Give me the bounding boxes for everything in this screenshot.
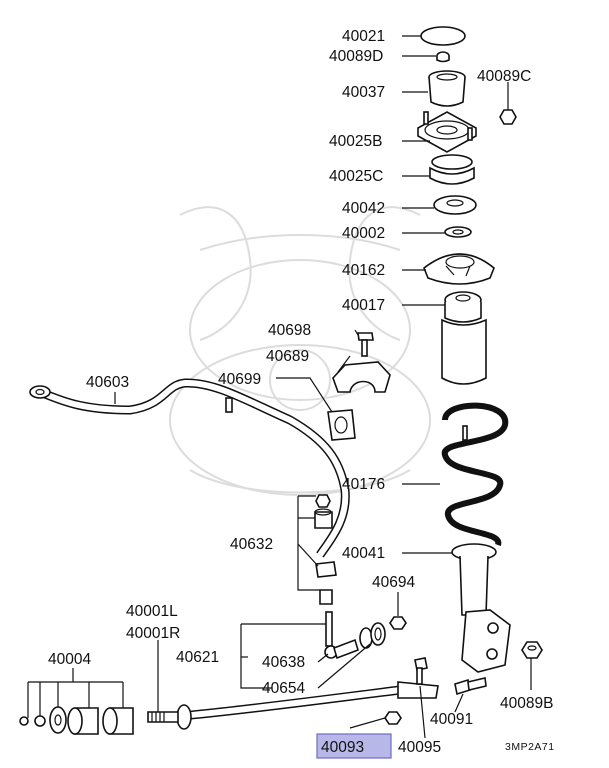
label-40002[interactable]: 40002 <box>342 225 385 242</box>
label-40698[interactable]: 40698 <box>268 322 311 339</box>
label-40037[interactable]: 40037 <box>342 84 385 101</box>
label-40041[interactable]: 40041 <box>342 545 385 562</box>
label-40089C[interactable]: 40089C <box>477 68 531 85</box>
strut-assembly <box>451 543 511 673</box>
label-40162[interactable]: 40162 <box>342 262 385 279</box>
label-40632[interactable]: 40632 <box>230 536 273 553</box>
label-40001L[interactable]: 40001L <box>126 603 178 620</box>
nut-40089b <box>521 641 543 659</box>
lower-arm-rod <box>147 681 439 730</box>
label-40025C[interactable]: 40025C <box>329 168 383 185</box>
label-40638[interactable]: 40638 <box>262 654 305 671</box>
highlight-40093 <box>316 733 392 759</box>
label-40025B[interactable]: 40025B <box>329 133 382 150</box>
bolt-40091 <box>454 677 487 696</box>
bolt-40698 <box>357 332 374 357</box>
bushing-set-40004 <box>19 706 134 735</box>
label-40021[interactable]: 40021 <box>342 28 385 45</box>
nut-40093 <box>384 711 402 725</box>
label-40089D[interactable]: 40089D <box>329 48 383 65</box>
label-40694[interactable]: 40694 <box>372 574 415 591</box>
label-40699[interactable]: 40699 <box>218 371 261 388</box>
label-40042[interactable]: 40042 <box>342 200 385 217</box>
bolt-40095 <box>414 657 428 685</box>
label-40095[interactable]: 40095 <box>398 739 441 756</box>
label-40017[interactable]: 40017 <box>342 297 385 314</box>
label-40689[interactable]: 40689 <box>266 348 309 365</box>
bushing-40699 <box>327 409 356 441</box>
label-40093[interactable]: 40093 <box>321 739 364 756</box>
strut-top-parts <box>417 26 517 385</box>
leader-lines <box>27 35 532 739</box>
label-40089B[interactable]: 40089B <box>500 695 553 712</box>
label-40654[interactable]: 40654 <box>262 680 305 697</box>
stabilizer-bar <box>29 378 350 558</box>
stabilizer-link <box>324 611 386 660</box>
diagram-code: 3MP2A71 <box>505 741 555 753</box>
link-parts-40632 <box>314 494 337 605</box>
watermark-logo <box>169 206 431 496</box>
bracket-40689 <box>332 361 391 393</box>
part-labels: 40021 40089D 40089C 40037 40025B 40025C … <box>48 28 555 759</box>
label-40091[interactable]: 40091 <box>430 711 473 728</box>
nut-40694 <box>389 616 407 630</box>
label-40004[interactable]: 40004 <box>48 651 91 668</box>
label-40603[interactable]: 40603 <box>86 374 129 391</box>
label-40176[interactable]: 40176 <box>342 476 385 493</box>
coil-spring <box>441 402 509 546</box>
label-40621[interactable]: 40621 <box>176 649 219 666</box>
label-40001R[interactable]: 40001R <box>126 625 180 642</box>
